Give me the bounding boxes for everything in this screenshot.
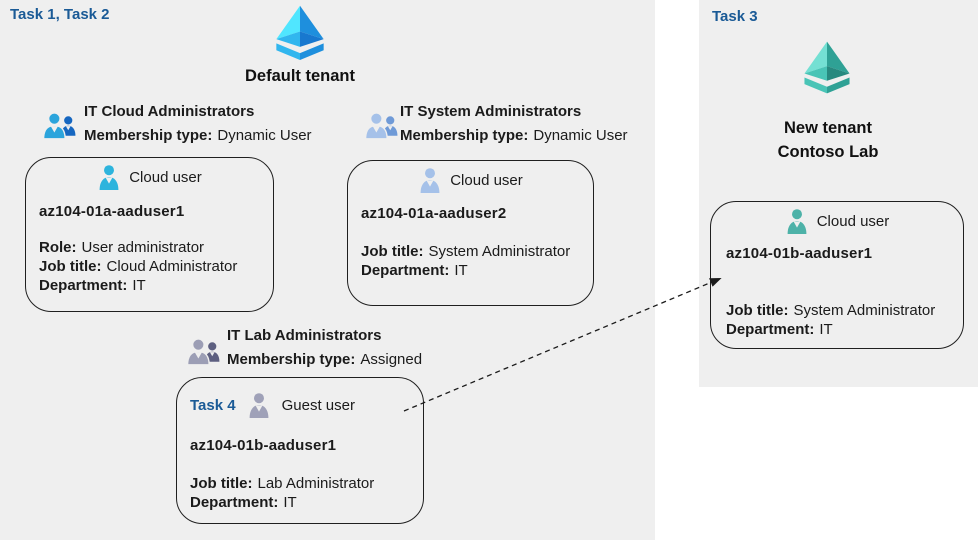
field-label: Membership type:	[400, 127, 529, 144]
field-line: Job title:Lab Administrator	[190, 474, 374, 493]
default-tenant-title: Default tenant	[244, 67, 355, 85]
group-name-it-lab-admins: IT Lab Administrators	[227, 327, 382, 344]
task-3-label: Task 3	[712, 8, 758, 25]
group-membership-type: Membership type:Assigned	[227, 351, 422, 368]
group-users-icon	[185, 336, 222, 367]
field-line: Department:IT	[39, 276, 237, 295]
group-users-icon	[363, 110, 400, 141]
field-label: Department:	[39, 277, 128, 294]
field-label: Role:	[39, 239, 77, 256]
field-label: Job title:	[190, 475, 253, 492]
field-line: Department:IT	[726, 320, 935, 339]
field-label: Department:	[726, 321, 815, 338]
guest-user-icon	[247, 392, 271, 419]
user-type-label: Guest user	[281, 396, 355, 414]
field-label: Department:	[361, 262, 450, 279]
user-card-az104-01a-aaduser2: Cloud user az104-01a-aaduser2 Job title:…	[347, 160, 594, 306]
username: az104-01a-aaduser2	[361, 205, 507, 222]
card-header: Cloud user	[348, 167, 593, 194]
user-type-label: Cloud user	[129, 169, 202, 186]
field-value: Dynamic User	[533, 127, 628, 144]
username: az104-01a-aaduser1	[39, 203, 185, 220]
azure-ad-tenant-icon	[261, 3, 339, 67]
guest-user-card-az104-01b-aaduser1: Task 4 Guest user az104-01b-aaduser1 Job…	[176, 377, 424, 524]
field-value: IT	[283, 494, 297, 511]
field-value: System Administrator	[793, 302, 936, 319]
group-users-icon	[41, 110, 78, 141]
group-name-it-system-admins: IT System Administrators	[400, 103, 582, 120]
user-card-az104-01b-aaduser1-new-tenant: Cloud user az104-01b-aaduser1 Job title:…	[710, 201, 964, 349]
field-value: IT	[454, 262, 468, 279]
task-1-2-label: Task 1, Task 2	[10, 6, 110, 23]
field-line: Role:User administrator	[39, 238, 237, 257]
user-fields: Job title:System Administrator Departmen…	[361, 242, 570, 280]
task-4-label: Task 4	[190, 396, 236, 414]
user-fields: Job title:System Administrator Departmen…	[726, 301, 935, 339]
field-value: User administrator	[81, 239, 205, 256]
field-value: Assigned	[360, 351, 423, 368]
field-value: Cloud Administrator	[106, 258, 238, 275]
field-value: System Administrator	[428, 243, 571, 260]
default-tenant-panel	[0, 0, 655, 540]
field-line: Department:IT	[190, 493, 374, 512]
new-tenant-title-line1: New tenant	[783, 119, 872, 137]
field-label: Job title:	[361, 243, 424, 260]
cloud-user-icon	[418, 167, 442, 194]
user-fields: Role:User administrator Job title:Cloud …	[39, 238, 237, 295]
field-value: Lab Administrator	[257, 475, 375, 492]
user-card-az104-01a-aaduser1: Cloud user az104-01a-aaduser1 Role:User …	[25, 157, 274, 312]
group-membership-type: Membership type:Dynamic User	[84, 127, 312, 144]
group-name-it-cloud-admins: IT Cloud Administrators	[84, 103, 255, 120]
field-line: Job title:System Administrator	[361, 242, 570, 261]
cloud-user-icon	[97, 164, 121, 191]
field-label: Department:	[190, 494, 279, 511]
field-label: Membership type:	[227, 351, 356, 368]
card-header: Cloud user	[26, 164, 273, 191]
username: az104-01b-aaduser1	[190, 437, 337, 454]
field-value: IT	[132, 277, 146, 294]
field-value: IT	[819, 321, 833, 338]
user-type-label: Cloud user	[450, 172, 523, 189]
field-label: Job title:	[726, 302, 789, 319]
field-line: Job title:Cloud Administrator	[39, 257, 237, 276]
card-header: Task 4 Guest user	[190, 390, 355, 420]
username: az104-01b-aaduser1	[726, 245, 873, 262]
field-line: Department:IT	[361, 261, 570, 280]
group-membership-type: Membership type:Dynamic User	[400, 127, 628, 144]
user-type-label: Cloud user	[816, 213, 890, 230]
new-tenant-title-line2: Contoso Lab	[777, 143, 879, 161]
field-label: Membership type:	[84, 127, 213, 144]
card-header: Cloud user	[711, 208, 963, 235]
azure-ad-new-tenant-icon	[794, 39, 860, 100]
field-value: Dynamic User	[217, 127, 312, 144]
field-line: Job title:System Administrator	[726, 301, 935, 320]
user-fields: Job title:Lab Administrator Department:I…	[190, 474, 374, 512]
field-label: Job title:	[39, 258, 102, 275]
cloud-user-icon	[785, 208, 809, 235]
